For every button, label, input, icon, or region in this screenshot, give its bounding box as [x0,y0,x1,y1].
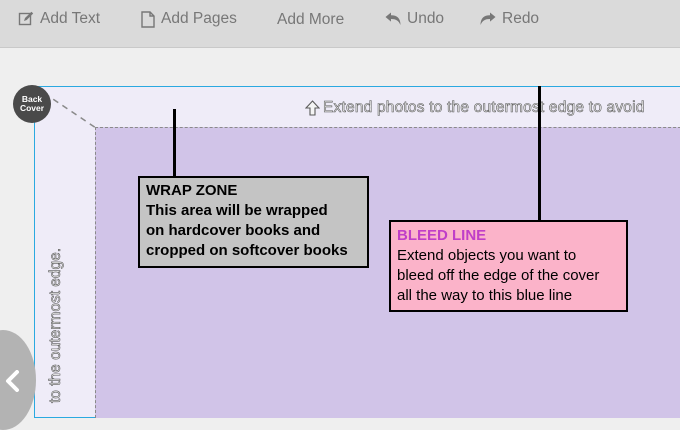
add-text-label: Add Text [40,10,101,27]
chevron-left-icon [6,370,19,392]
add-more-button[interactable]: Add More [277,1,344,39]
wrap-zone-line2: on hardcover books and [146,222,321,239]
toolbar: Add Text Add Pages Add More Undo Redo [0,0,680,48]
back-cover-line2: Cover [19,103,45,113]
redo-icon [480,12,496,25]
back-cover-line1: Back [21,94,43,104]
redo-label: Redo [502,10,540,27]
bleed-line-callout: BLEED LINE Extend objects you want to bl… [389,220,628,312]
undo-button[interactable]: Undo [385,0,444,38]
add-more-label: Add More [277,11,345,28]
bleed-line-line3: all the way to this blue line [397,287,573,304]
bleed-line-line1: Extend objects you want to [397,247,577,264]
bleed-line-pointer [538,86,541,221]
wrap-zone-line3: cropped on softcover books [146,242,348,259]
page-icon [141,10,155,28]
extend-top-label: Extend photos to the outermost edge to a… [323,99,645,117]
wrap-zone-pointer [173,109,176,177]
back-cover-badge[interactable]: Back Cover [13,85,51,123]
add-pages-label: Add Pages [161,10,237,27]
wrap-zone-callout: WRAP ZONE This area will be wrapped on h… [138,176,369,268]
upload-arrow-icon [305,100,320,116]
redo-button[interactable]: Redo [480,0,539,38]
wrap-zone-line1: This area will be wrapped [146,202,328,219]
extend-photos-left-text: to the outermost edge. [47,247,65,404]
undo-icon [385,12,401,25]
bleed-line-title: BLEED LINE [397,227,487,244]
wrap-zone-title: WRAP ZONE [146,182,238,199]
add-text-button[interactable]: Add Text [18,0,100,38]
extend-photos-top-text: Extend photos to the outermost edge to a… [305,99,645,117]
bleed-line-line2: bleed off the edge of the cover [397,267,600,284]
undo-label: Undo [407,10,445,27]
add-pages-button[interactable]: Add Pages [141,0,237,38]
edit-icon [18,11,34,26]
